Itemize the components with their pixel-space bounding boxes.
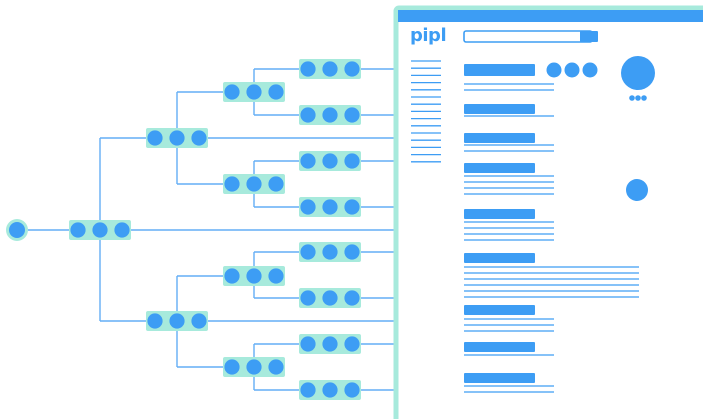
node-dot-icon	[224, 176, 240, 192]
node-dot-icon	[322, 199, 338, 215]
sidebar-lines	[411, 60, 441, 163]
profile-window	[393, 5, 703, 419]
dot-icon	[582, 62, 598, 78]
node-dot-icon	[224, 84, 240, 100]
node-dot-icon	[147, 313, 163, 329]
node-dot-icon	[246, 176, 262, 192]
profile-photo-icon	[626, 179, 648, 201]
heading-bar	[464, 342, 535, 352]
search-input[interactable]	[463, 30, 593, 43]
node-dot-icon	[322, 382, 338, 398]
node-dot-icon	[191, 313, 207, 329]
node-dot-icon	[322, 107, 338, 123]
node-dot-icon	[147, 130, 163, 146]
heading-bar	[464, 209, 535, 219]
node-dot-icon	[246, 84, 262, 100]
node-dot-icon	[322, 336, 338, 352]
pipl-logo: pipl	[410, 25, 447, 46]
node-dot-icon	[344, 244, 360, 260]
node-dot-icon	[300, 244, 316, 260]
avatar-dot-icon	[635, 95, 641, 101]
node-dot-icon	[169, 130, 185, 146]
heading-bar	[464, 104, 535, 114]
node-dot-icon	[300, 153, 316, 169]
node-dot-icon	[344, 382, 360, 398]
content-blocks	[464, 64, 639, 393]
node-dot-icon	[169, 313, 185, 329]
avatar-icon	[621, 56, 655, 90]
node-dot-icon	[322, 153, 338, 169]
node-dot-icon	[344, 336, 360, 352]
node-dot-icon	[224, 268, 240, 284]
node-dot-icon	[70, 222, 86, 238]
node-dot-icon	[322, 244, 338, 260]
node-dot-icon	[300, 107, 316, 123]
window-title-bar	[398, 10, 703, 22]
heading-bar	[464, 373, 535, 383]
node-dot-icon	[268, 84, 284, 100]
node-dot-icon	[344, 199, 360, 215]
node-dot-icon	[300, 382, 316, 398]
heading-bar	[464, 133, 535, 143]
node-dot-icon	[322, 290, 338, 306]
tree-nodes	[6, 59, 361, 400]
heading-bar	[464, 253, 535, 263]
tree-edges	[28, 68, 398, 391]
avatar-dot-icon	[629, 95, 635, 101]
node-dot-icon	[300, 199, 316, 215]
node-dot-icon	[344, 153, 360, 169]
dot-icon	[546, 62, 562, 78]
node-dot-icon	[300, 336, 316, 352]
node-dot-icon	[191, 130, 207, 146]
node-dot-icon	[300, 290, 316, 306]
heading-bar	[464, 305, 535, 315]
node-dot-icon	[268, 268, 284, 284]
node-dot-icon	[246, 359, 262, 375]
node-dot-icon	[322, 61, 338, 77]
dot-icon	[564, 62, 580, 78]
node-dot-icon	[268, 359, 284, 375]
node-dot-icon	[246, 268, 262, 284]
node-dot-icon	[114, 222, 130, 238]
node-dot-icon	[344, 107, 360, 123]
node-dot-icon	[224, 359, 240, 375]
root-node-icon	[9, 222, 25, 238]
node-dot-icon	[268, 176, 284, 192]
name-bar	[464, 64, 535, 76]
node-dot-icon	[300, 61, 316, 77]
heading-bar	[464, 163, 535, 173]
node-dot-icon	[344, 290, 360, 306]
node-dot-icon	[344, 61, 360, 77]
node-dot-icon	[92, 222, 108, 238]
search-button[interactable]	[580, 31, 598, 42]
avatar-dot-icon	[641, 95, 647, 101]
